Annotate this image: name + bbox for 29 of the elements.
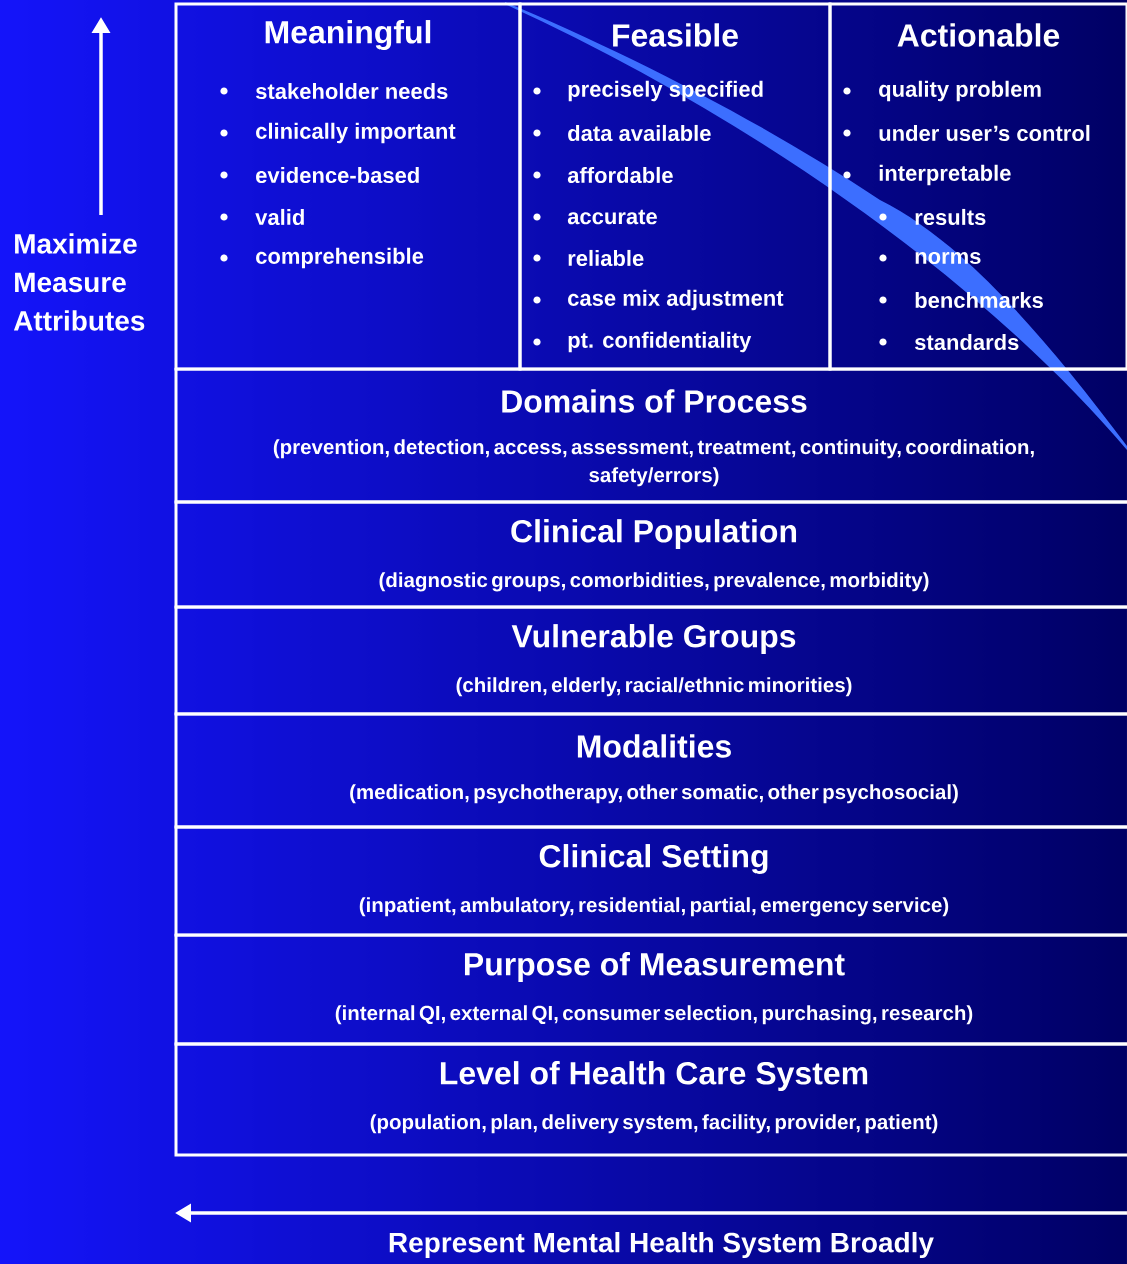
bullet-item: interpretable bbox=[843, 164, 1011, 186]
bullet-item: benchmarks bbox=[879, 291, 1043, 309]
bullet-item: pt. confidentiality bbox=[533, 331, 752, 353]
domain-band: Modalities (medication, psychotherapy, other somatic, other psychosocial) bbox=[174, 712, 1127, 829]
domain-band: Purpose of Measurement (internal QI, external QI, consumer selection, purchasing, research) bbox=[174, 933, 1127, 1046]
bullet-item: precisely specified bbox=[533, 80, 763, 102]
domain-band: Clinical Population (diagnostic groups, comorbidities, prevalence, morbidity) bbox=[174, 500, 1127, 609]
bullet-item: affordable bbox=[533, 166, 673, 184]
bullet-item: quality problem bbox=[843, 80, 1041, 102]
domain-band: Level of Health Care System (population, plan, delivery system, facility, provider, patient) bbox=[174, 1042, 1127, 1157]
bullet-item: comprehensible bbox=[220, 247, 424, 269]
bullet-item: stakeholder needs bbox=[220, 82, 448, 100]
attribute-cell: Meaningful stakeholder needs clinically important evidence-based valid comprehensible bbox=[174, 2, 522, 371]
domain-band: Domains of Process (prevention, detection, access, assessment, treatment, continuity, coordination, safety/errors) bbox=[174, 367, 1127, 504]
bullet-item: evidence-based bbox=[220, 166, 419, 184]
domain-band: Vulnerable Groups (children, elderly, racial/ethnic minorities) bbox=[174, 605, 1127, 716]
bullet-item: standards bbox=[879, 333, 1019, 351]
bullet-item: accurate bbox=[533, 209, 657, 225]
bullet-item: results bbox=[879, 208, 986, 226]
bullet-item: data available bbox=[533, 124, 711, 142]
bullet-item: clinically important bbox=[220, 122, 456, 144]
axis-label: Represent Mental Health System Broadly bbox=[389, 1231, 934, 1259]
attribute-cell: Feasible precisely specified data available affordable accurate reliable case mix adjustment pt. confidentiality bbox=[518, 2, 832, 371]
domain-band: Clinical Setting (inpatient, ambulatory, residential, partial, emergency service) bbox=[174, 825, 1127, 937]
bullet-item: under user’s control bbox=[843, 124, 1090, 142]
bullet-item: valid bbox=[220, 208, 304, 226]
bullet-item: reliable bbox=[533, 249, 644, 267]
axis-label: Maximize Measure Attributes bbox=[13, 233, 145, 331]
bullet-item: case mix adjustment bbox=[533, 289, 784, 311]
